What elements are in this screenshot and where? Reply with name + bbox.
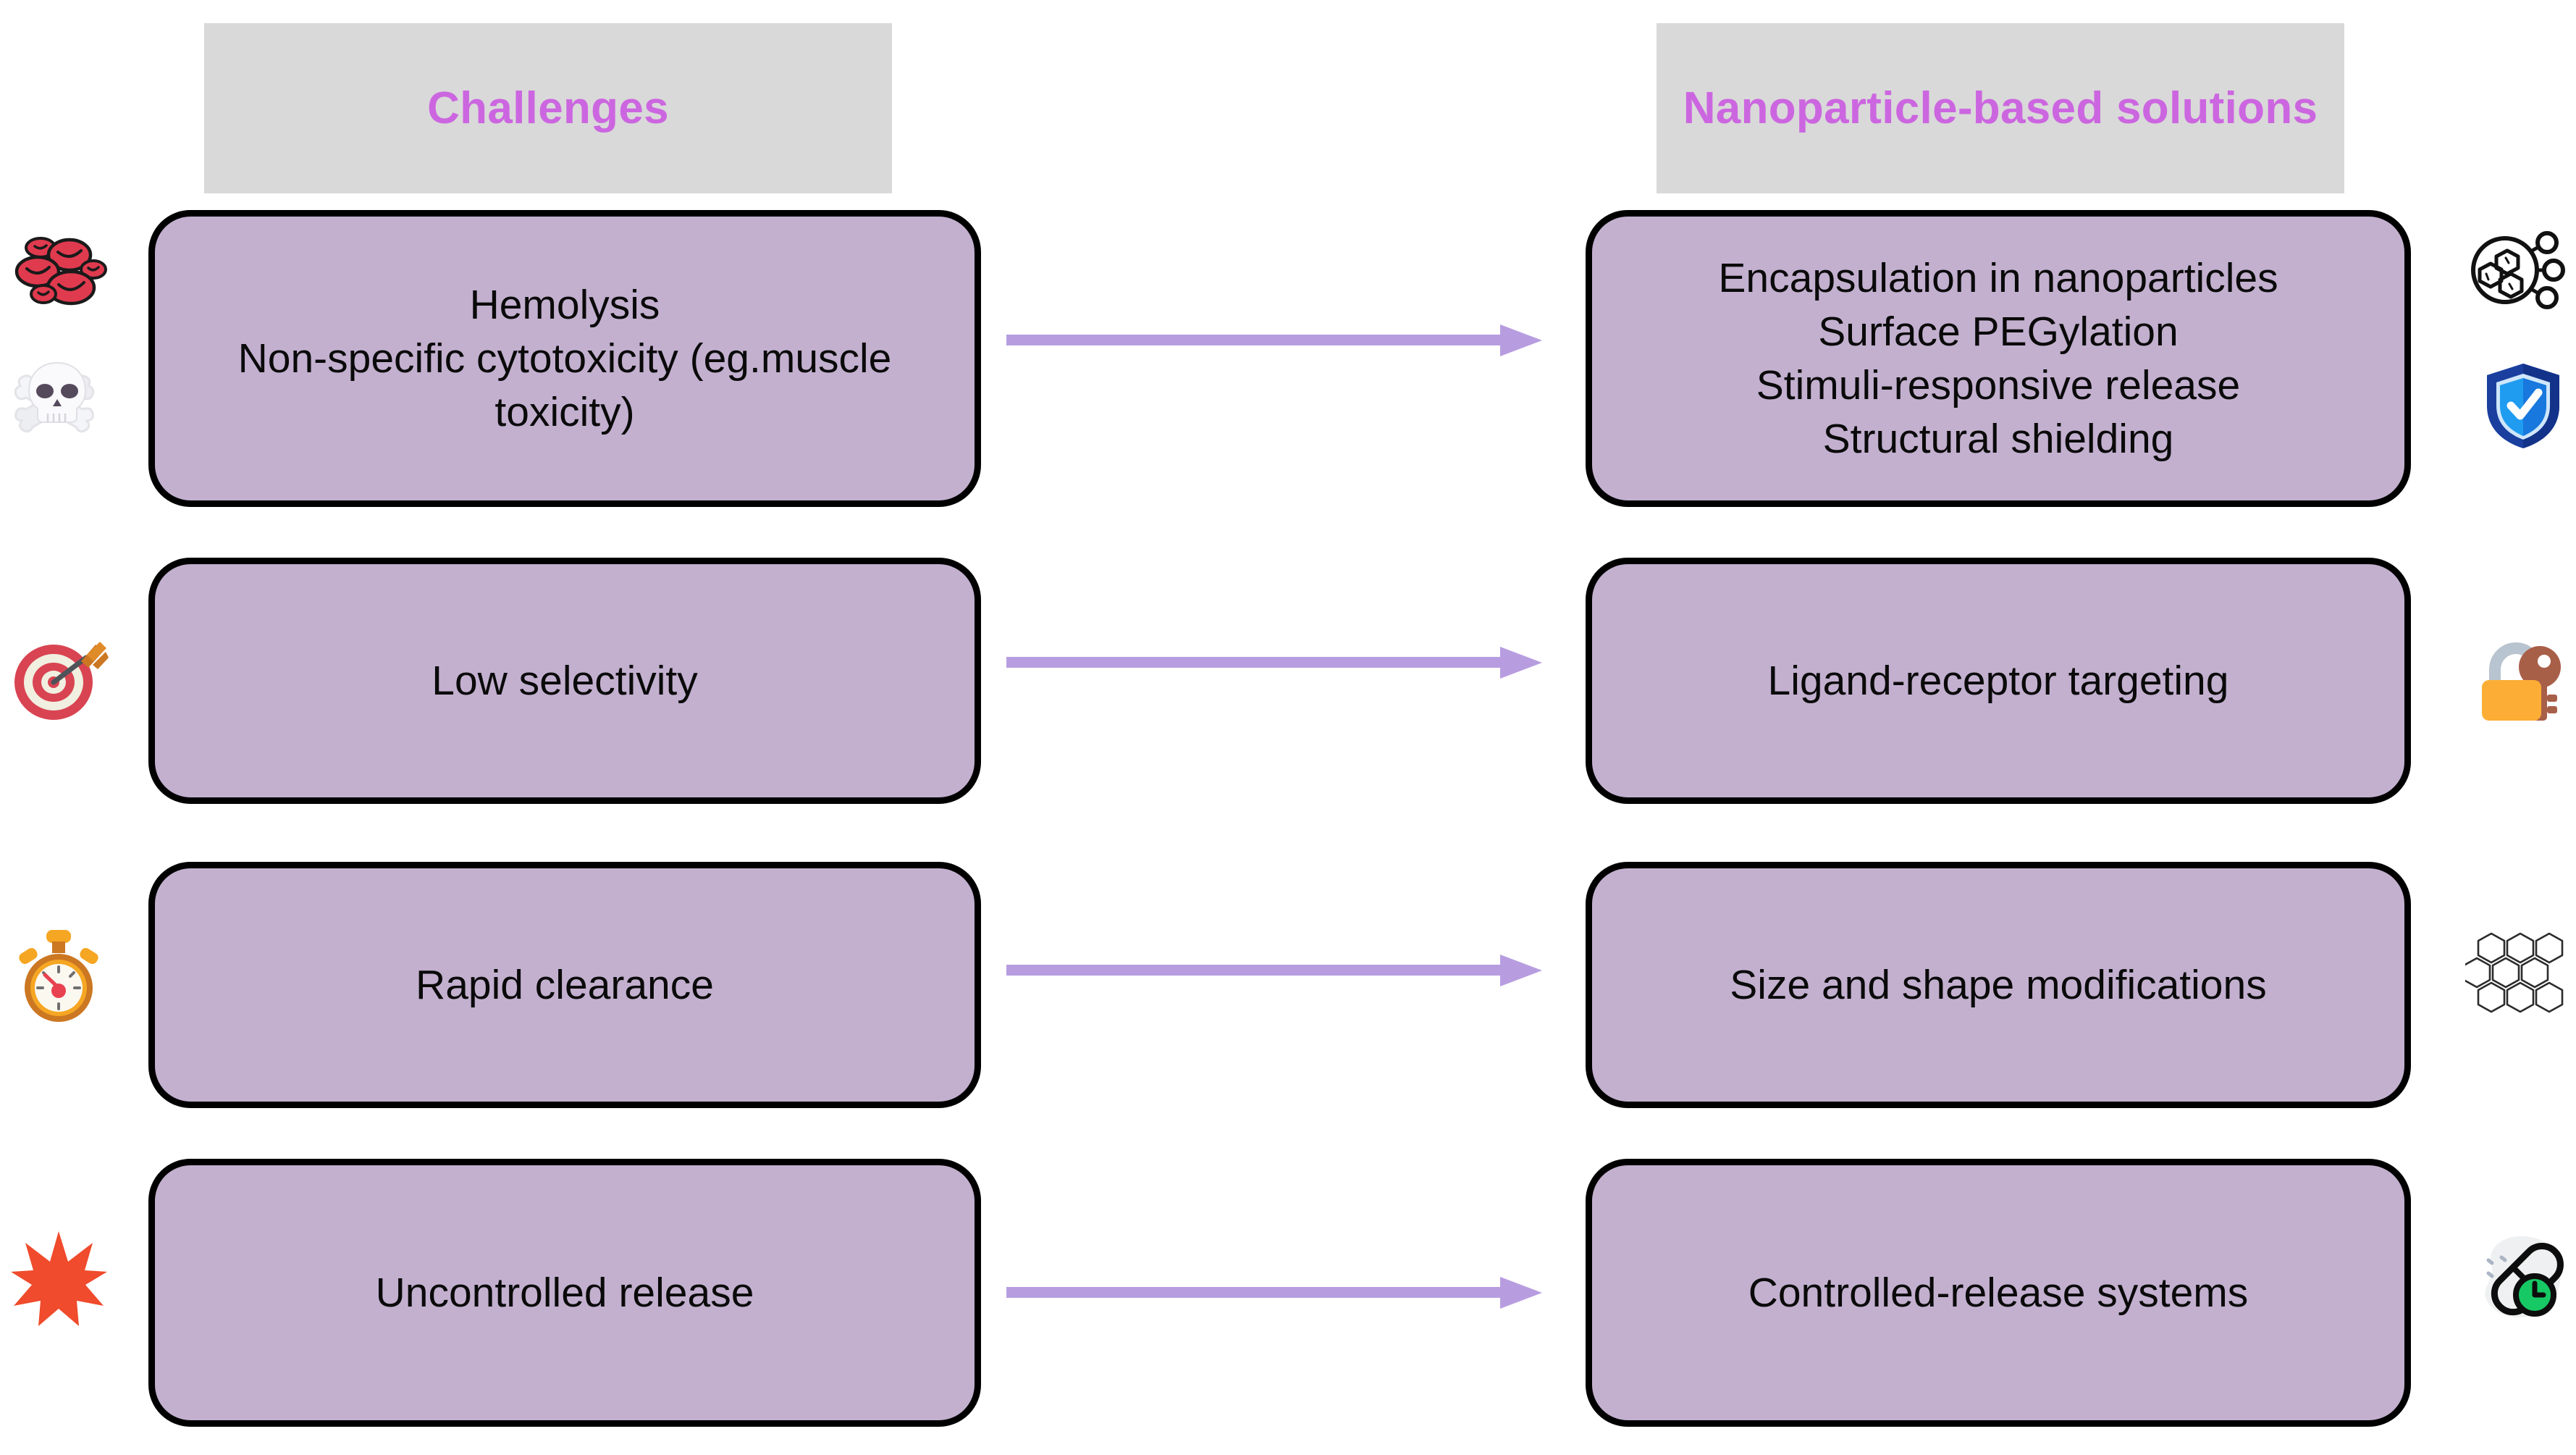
- shield-check-icon: [2469, 351, 2576, 460]
- lock-and-key-icon: [2465, 630, 2574, 739]
- challenge-box-1[interactable]: Hemolysis Non-specific cytotoxicity (eg.…: [148, 210, 981, 507]
- solutions-header-label: Nanoparticle-based solutions: [1683, 83, 2318, 133]
- solution-box-1[interactable]: Encapsulation in nanoparticles Surface P…: [1586, 210, 2411, 507]
- arrow-row-2: [1006, 641, 1542, 684]
- challenge-box-3[interactable]: Rapid clearance: [148, 862, 981, 1108]
- solution-box-4[interactable]: Controlled-release systems: [1586, 1159, 2411, 1427]
- arrow-row-3: [1006, 949, 1542, 992]
- challenge-box-4[interactable]: Uncontrolled release: [148, 1159, 981, 1427]
- arrow-row-4: [1006, 1271, 1542, 1314]
- starburst-explosion-icon: [4, 1224, 113, 1333]
- arrow-row-1: [1006, 319, 1542, 362]
- capsule-clock-icon: [2465, 1224, 2574, 1333]
- skull-and-crossbones-icon: [3, 348, 111, 456]
- challenges-header-label: Challenges: [427, 83, 669, 133]
- red-blood-cells-icon: [6, 217, 114, 326]
- solutions-header-banner: Nanoparticle-based solutions: [1657, 23, 2344, 193]
- stopwatch-icon: [4, 921, 113, 1030]
- solution-box-3[interactable]: Size and shape modifications: [1586, 862, 2411, 1108]
- hexagonal-lattice-icon: [2462, 920, 2570, 1028]
- target-dart-icon: [6, 626, 114, 735]
- solution-box-2[interactable]: Ligand-receptor targeting: [1586, 558, 2411, 804]
- challenges-header-banner: Challenges: [204, 23, 892, 193]
- challenge-box-2[interactable]: Low selectivity: [148, 558, 981, 804]
- nanoparticle-molecule-icon: [2462, 217, 2570, 326]
